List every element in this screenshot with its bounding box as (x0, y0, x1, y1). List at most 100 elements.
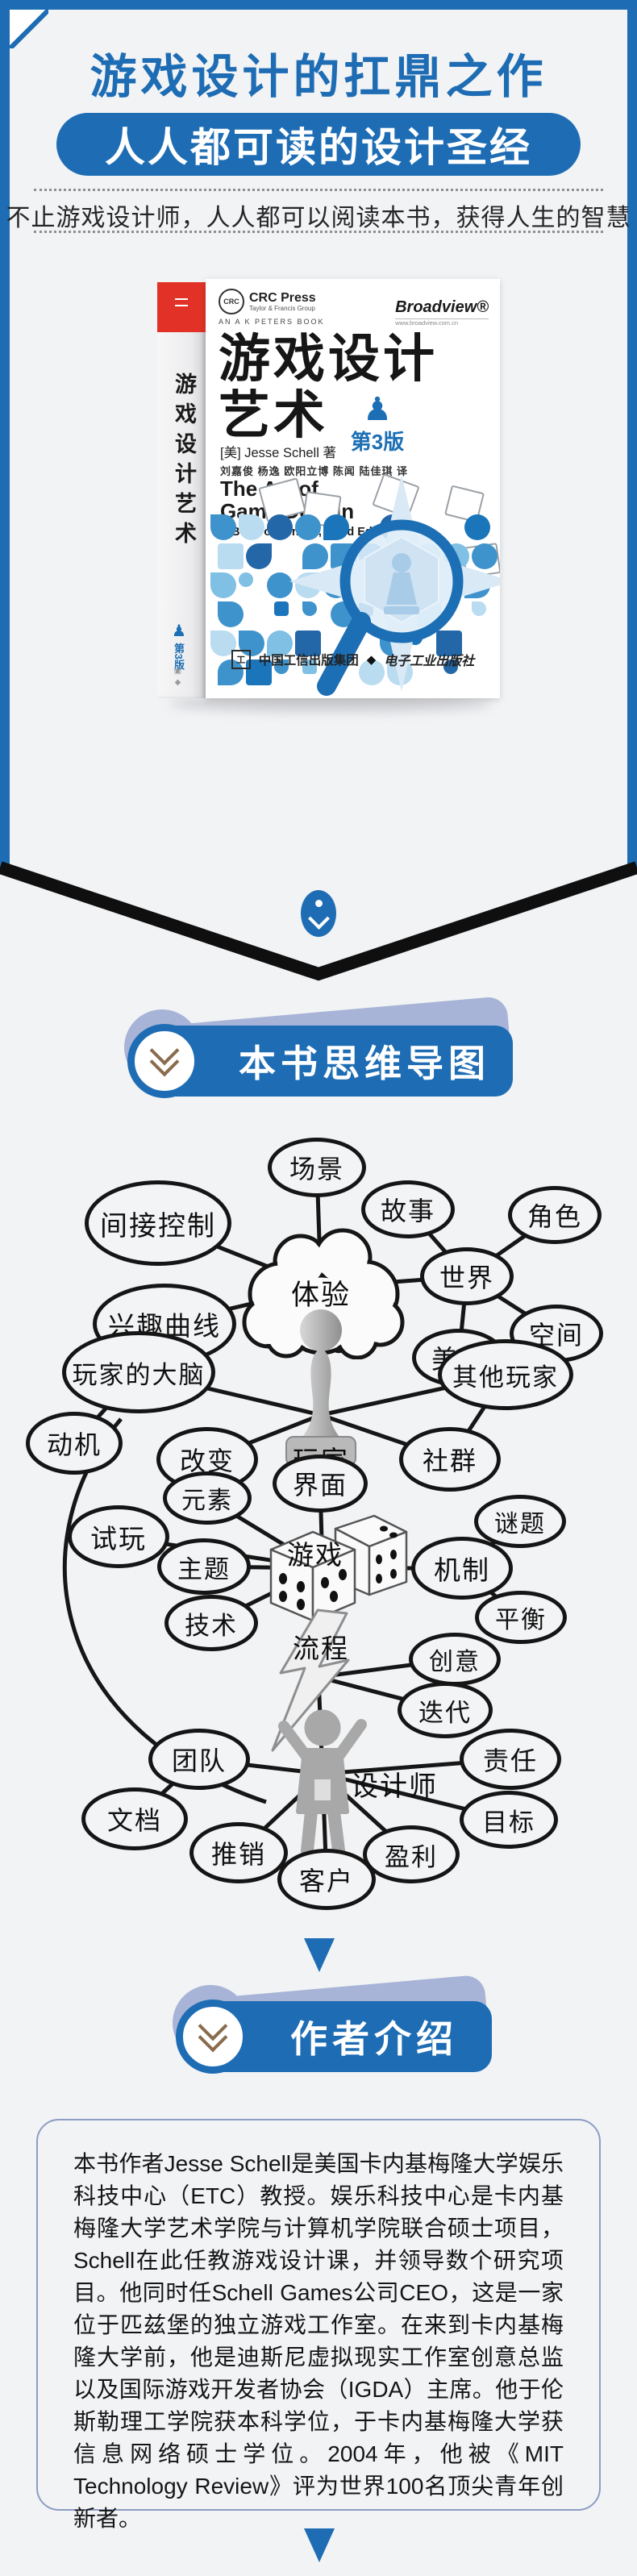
cover-dot (295, 630, 321, 656)
publisher-group-icon: 工 (231, 650, 251, 669)
broadview-logo: Broadview® www.broadview.com.cn (395, 298, 489, 327)
cover-dot (302, 601, 317, 616)
cover-dot (239, 572, 253, 587)
down-arrow (304, 2528, 335, 2562)
dotted-divider-bottom (34, 231, 603, 233)
spine-publisher-mark: ▣ ◆ (173, 667, 182, 687)
cover-dot (218, 660, 244, 685)
mindmap-node-mubiao: 目标 (460, 1791, 558, 1849)
pawn-icon: ♟ (169, 621, 187, 640)
cover-dot (239, 514, 264, 540)
cover-dot (302, 660, 317, 674)
frame-right-bar (627, 0, 637, 869)
down-arrow (304, 1938, 335, 1972)
cover-dot (267, 572, 293, 598)
game-dice (269, 1514, 408, 1622)
mindmap-node-jiemian: 界面 (273, 1454, 368, 1513)
mindmap-section-badge: 本书思维导图 (124, 995, 519, 1100)
mindmap-node-pingheng: 平衡 (475, 1591, 567, 1644)
cover-dot (274, 601, 289, 616)
cover-dot (295, 514, 321, 540)
ak-peters-line: AN A K PETERS BOOK (219, 318, 325, 326)
mindmap-node-wendang: 文档 (81, 1787, 188, 1850)
lens-pawn-head (392, 553, 411, 572)
mindmap-node-juese: 角色 (508, 1186, 602, 1244)
process-lightning (271, 1608, 350, 1752)
scroll-down-indicator (301, 890, 336, 937)
mindmap-node-qita: 其他玩家 (438, 1339, 573, 1410)
mindmap-node-shequn: 社群 (399, 1427, 501, 1492)
mindmap-node-youxi: 游戏 (287, 1540, 343, 1570)
cover-dot (323, 514, 349, 540)
page-fold-corner (10, 10, 48, 48)
mindmap-node-tiyan: 体验 (290, 1280, 351, 1311)
subtitle-pill-text: 人人都可读的设计圣经 (105, 125, 532, 170)
book-spine: 游戏设计艺术 ♟ 第3版 ▣ ◆ (157, 282, 206, 698)
publisher-house-icon: ◆ (366, 653, 377, 667)
mindmap-node-shiwan: 试玩 (68, 1505, 169, 1568)
lens-pawn-base (384, 606, 419, 614)
cover-dot (359, 660, 385, 685)
book-title-zh: 游戏设计 艺术 (219, 330, 438, 444)
tagline: 不止游戏设计师，人人都可以阅读本书，获得人生的智慧 (6, 205, 631, 231)
cover-dot (210, 514, 236, 540)
spine-red-band (157, 282, 206, 332)
mindmap-node-changjing: 场景 (268, 1138, 366, 1197)
main-title: 游戏设计的扛鼎之作 (90, 51, 547, 103)
badge-circle (127, 1024, 202, 1098)
mindmap-node-diedai: 迭代 (398, 1682, 493, 1738)
mindmap-node-liucheng: 流程 (293, 1633, 349, 1663)
frame-top-bar (0, 0, 637, 10)
cover-dot (218, 543, 244, 569)
cover-dot (464, 514, 490, 540)
mindmap-node-miti: 谜题 (474, 1495, 566, 1548)
author-intro-text: 本书作者Jesse Schell是美国卡内基梅隆大学娱乐科技中心（ETC）教授。… (73, 2151, 564, 2531)
cover-dot (218, 601, 244, 627)
magnifier-handle (317, 612, 371, 696)
mindmap-node-chuangyi: 创意 (409, 1633, 501, 1686)
cover-dot (443, 660, 458, 674)
book-shadow (169, 695, 492, 711)
mindmap-node-danao: 玩家的大脑 (62, 1331, 215, 1413)
cover-dot (267, 630, 293, 656)
cover-dot (274, 660, 289, 674)
lens-pawn-body (386, 572, 417, 605)
spine-edition: ♟ 第3版 (169, 621, 187, 670)
dotted-divider-top (34, 189, 603, 191)
broadview-name: Broadview® (395, 298, 489, 316)
book-author-line: [美] Jesse Schell 著 (220, 446, 336, 460)
mindmap-node-tuandui: 团队 (148, 1729, 250, 1790)
broadview-url: www.broadview.com.cn (395, 318, 489, 327)
mindmap-node-zhuti: 主题 (157, 1538, 251, 1595)
mindmap-node-jizhi: 机制 (411, 1537, 513, 1600)
crc-group: Taylor & Francis Group (249, 304, 315, 312)
cover-dot (246, 543, 272, 569)
mindmap-node-gushi: 故事 (361, 1180, 455, 1238)
section-divider-chevron (0, 861, 637, 981)
cover-dot (302, 543, 328, 569)
cover-dot (436, 630, 462, 656)
designer-figure (278, 1709, 367, 1855)
author-section-badge: 作者介绍 (173, 1974, 492, 2075)
magnifier-art (289, 475, 500, 696)
experience-cloud (242, 1228, 405, 1359)
subtitle-pill: 人人都可读的设计圣经 (56, 113, 581, 176)
front-cover: CRC CRC Press Taylor & Francis Group AN … (206, 279, 500, 698)
mindmap: 体验 玩家 (0, 1129, 637, 1935)
mindmap-node-jishu: 技术 (164, 1595, 258, 1651)
book-cover: 游戏设计艺术 ♟ 第3版 ▣ ◆ CRC CRC Press Taylor & … (157, 279, 500, 700)
crc-press-logo: CRC CRC Press Taylor & Francis Group (219, 289, 316, 314)
badge-circle (176, 2000, 250, 2074)
author-intro-box: 本书作者Jesse Schell是美国卡内基梅隆大学娱乐科技中心（ETC）教授。… (36, 2119, 601, 2531)
publisher-row: 工 中国工信出版集团 ◆ 电子工业出版社 (206, 650, 500, 669)
mindmap-badge-label: 本书思维导图 (239, 1042, 490, 1084)
crc-name: CRC Press (249, 290, 316, 305)
edition-block: ♟ 第3版 (343, 393, 412, 456)
publisher-group-name: 中国工信出版集团 (258, 654, 359, 668)
mindmap-node-zeren: 责任 (460, 1729, 561, 1790)
author-badge-label: 作者介绍 (290, 2018, 458, 2060)
mindmap-node-shejishi: 设计师 (351, 1771, 438, 1802)
indicator-dot (315, 900, 323, 907)
mindmap-node-shijie: 世界 (420, 1247, 514, 1305)
